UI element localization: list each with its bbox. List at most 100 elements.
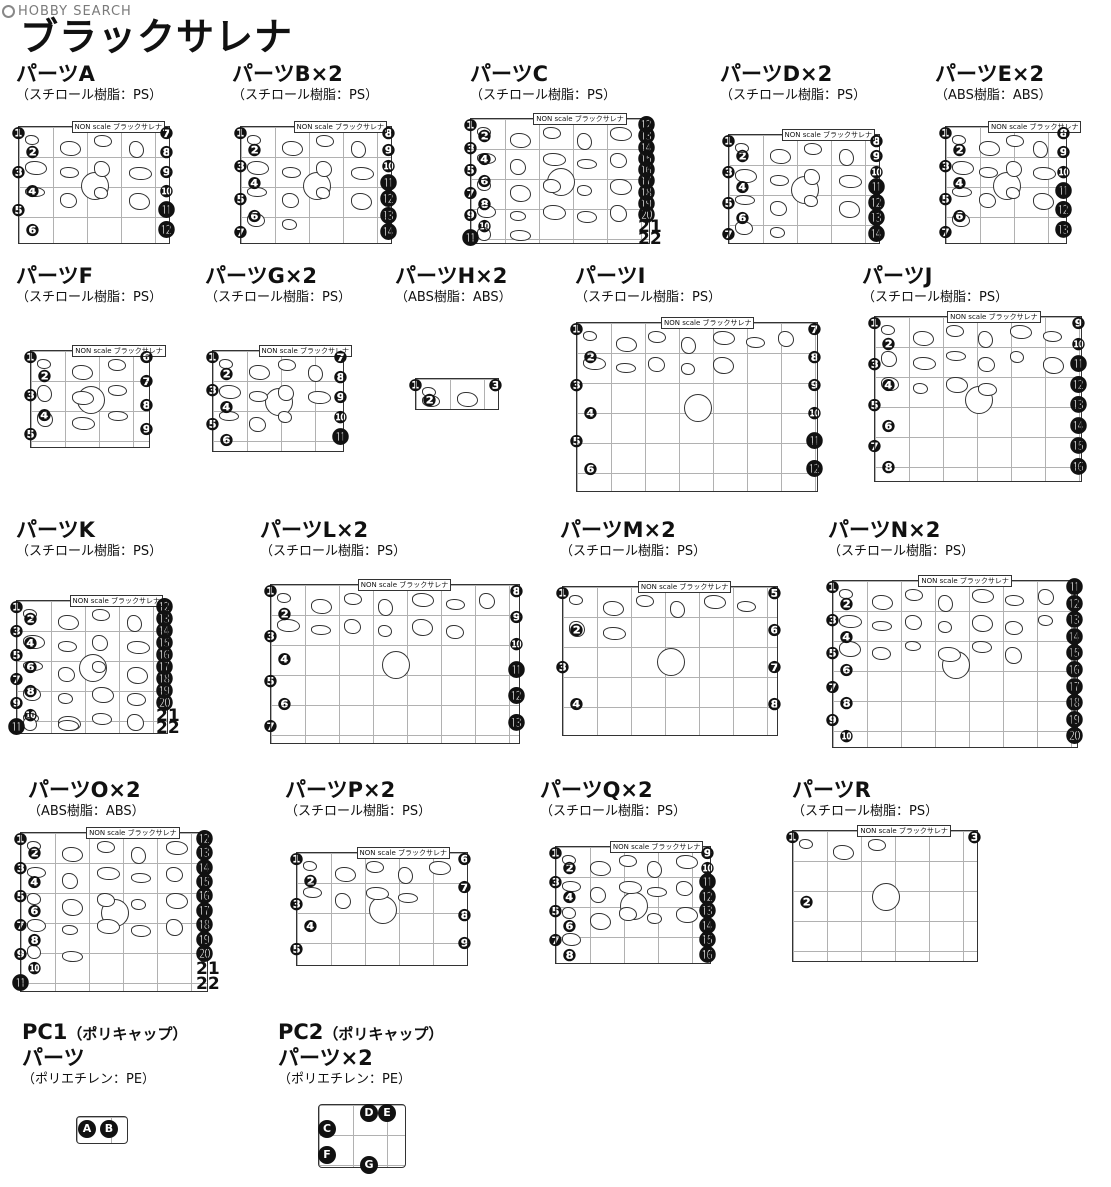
plastic-part — [881, 377, 899, 391]
section-title: パーツJ — [862, 264, 933, 288]
plastic-part — [670, 601, 685, 618]
plastic-part — [971, 641, 992, 653]
sprue-tag: NON scale ブラックサレナ — [356, 847, 450, 859]
plastic-part — [804, 195, 818, 207]
part-number-marker: ❹ — [27, 873, 42, 894]
plastic-part — [126, 667, 148, 684]
part-number-marker: ❼ — [139, 372, 154, 392]
section-polycap-pc2: PC2（ポリキャップ）パーツ×2（ポリエチレン：PE） — [278, 1020, 443, 1089]
part-number-marker: ⓬ — [806, 460, 823, 480]
plastic-part — [94, 161, 110, 177]
plastic-part — [248, 417, 266, 432]
part-number-marker: ❾ — [333, 388, 348, 408]
part-number-marker: ❹ — [277, 649, 292, 670]
plastic-part — [57, 615, 79, 630]
plastic-part — [1010, 325, 1033, 339]
section-parts-e: パーツE×2（ABS樹脂：ABS） — [935, 62, 1052, 105]
plastic-part — [1004, 621, 1023, 635]
section-material: （スチロール樹脂：PS） — [16, 88, 163, 103]
part-number-marker: ❿ — [839, 727, 854, 748]
part-number-marker: ❸ — [233, 157, 248, 178]
part-number-marker: ❶ — [938, 124, 953, 144]
part-number-marker: ❸ — [569, 376, 584, 396]
plastic-part — [971, 589, 994, 603]
part-number-marker: ❶ — [408, 376, 423, 396]
part-number-marker: ⓬ — [380, 190, 397, 211]
section-material: （ポリエチレン：PE） — [22, 1072, 156, 1087]
part-number-marker: ❼ — [867, 437, 882, 457]
section-parts-k: パーツK（スチロール樹脂：PS） — [16, 518, 162, 561]
plastic-part — [543, 127, 562, 139]
part-number-marker: ❻ — [583, 460, 598, 480]
part-number-marker: ❶ — [233, 124, 248, 144]
section-parts-p: パーツP×2（スチロール樹脂：PS） — [285, 778, 431, 821]
plastic-part — [397, 867, 413, 884]
part-number-marker: ❾ — [381, 140, 396, 161]
part-number-marker: ❸ — [463, 138, 478, 159]
part-number-marker: ⓫ — [158, 201, 175, 222]
part-number-marker: ⓰ — [156, 646, 173, 666]
part-number-marker: ❺ — [825, 644, 840, 665]
part-number-marker: ❶ — [569, 320, 584, 340]
plastic-part — [57, 667, 75, 682]
plastic-part — [92, 661, 106, 673]
plastic-part — [23, 661, 43, 671]
part-number-marker: ❸ — [23, 386, 38, 407]
part-number-marker: ❺ — [569, 432, 584, 452]
part-number-marker: ❾ — [463, 206, 478, 227]
part-number-marker: ❷ — [37, 367, 52, 388]
plastic-part — [978, 357, 995, 372]
section-parts-i: パーツI（スチロール樹脂：PS） — [575, 264, 721, 307]
part-number-marker: ⓬ — [638, 116, 655, 136]
part-number-marker: ❷ — [569, 621, 584, 641]
part-number-marker: ❽ — [767, 695, 782, 715]
polycap-letter-marker: B — [100, 1120, 118, 1138]
plastic-part — [92, 687, 114, 703]
plastic-part — [913, 357, 937, 370]
polycap-letter-marker: G — [360, 1156, 378, 1174]
part-number-marker: ⓲ — [196, 916, 213, 937]
plastic-part — [281, 167, 301, 178]
polycap-code-line: PC1（ポリキャップ） — [22, 1020, 187, 1046]
sprue-hub — [382, 651, 410, 679]
plastic-part — [562, 881, 581, 892]
sprue-tag: NON scale ブラックサレナ — [918, 575, 1012, 587]
part-number-marker: ⓯ — [699, 931, 716, 951]
plastic-part — [61, 847, 83, 862]
plastic-part — [636, 595, 655, 607]
part-number-marker: ❻ — [139, 348, 154, 368]
plastic-part — [872, 647, 892, 660]
part-number-marker: ⓫ — [332, 428, 349, 448]
part-number-marker: ❷ — [583, 348, 598, 368]
plastic-part — [166, 893, 189, 909]
polycap-code-line: PC2（ポリキャップ） — [278, 1020, 443, 1046]
plastic-part — [675, 907, 698, 923]
part-number-marker: ❸ — [867, 355, 882, 375]
part-number-marker: ❽ — [23, 682, 38, 702]
section-material: （スチロール樹脂：PS） — [232, 88, 379, 103]
section-title: パーツO×2 — [28, 778, 141, 802]
plastic-part — [350, 167, 374, 180]
plastic-part — [913, 383, 929, 394]
plastic-part — [618, 881, 642, 894]
part-number-marker: ❽ — [839, 694, 854, 715]
plastic-part — [94, 187, 108, 199]
sprue-frame-c: NON scale ブラックサレナ — [470, 113, 650, 244]
plastic-part — [128, 193, 150, 210]
section-parts-l: パーツL×2（スチロール樹脂：PS） — [260, 518, 406, 561]
section-material: （スチロール樹脂：PS） — [575, 290, 722, 305]
plastic-part — [350, 141, 366, 158]
plastic-part — [350, 193, 372, 210]
part-number-marker: ❼ — [159, 124, 174, 144]
plastic-part — [61, 951, 83, 962]
part-number-marker: ❸ — [488, 376, 503, 396]
part-number-marker: ❸ — [11, 162, 26, 183]
plastic-part — [397, 893, 418, 903]
part-number-marker: ❸ — [825, 611, 840, 632]
plastic-part — [1006, 187, 1020, 199]
plastic-part — [477, 127, 491, 137]
plastic-part — [838, 201, 860, 218]
plastic-part — [769, 227, 785, 238]
part-number-marker: ❹ — [839, 627, 854, 648]
part-number-marker: ⓬ — [508, 687, 525, 708]
